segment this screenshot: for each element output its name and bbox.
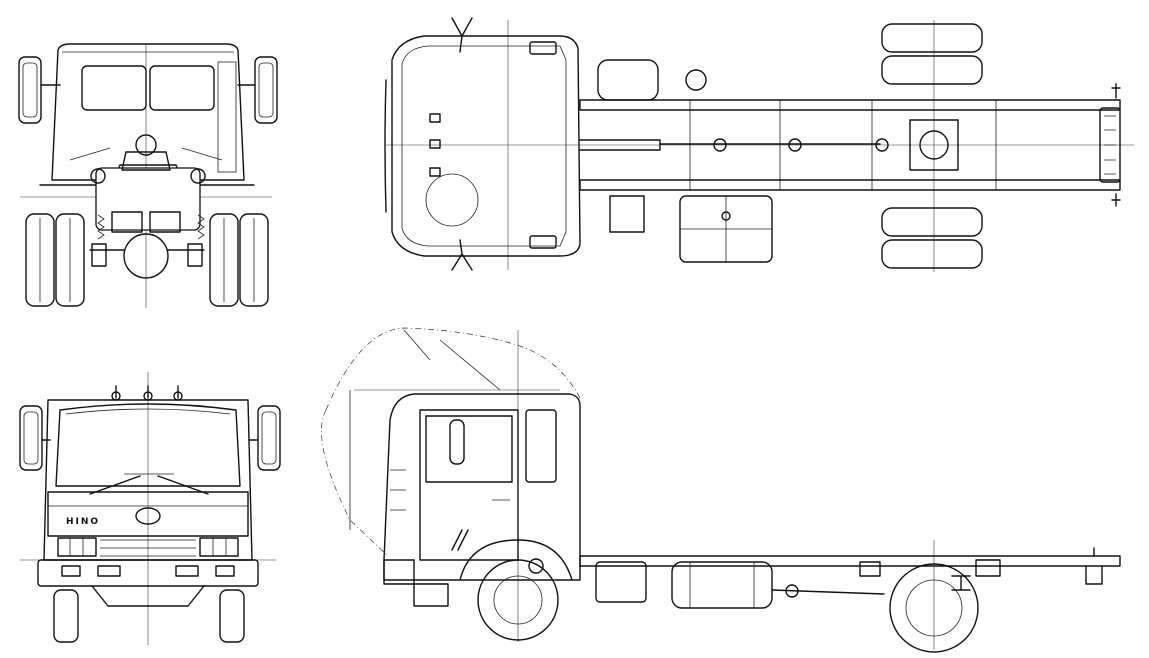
front-view: HINO (19, 372, 281, 645)
side-view (321, 327, 1121, 653)
rear-view (18, 43, 278, 308)
grille-badge: HINO (66, 517, 100, 527)
top-view (384, 17, 1134, 272)
